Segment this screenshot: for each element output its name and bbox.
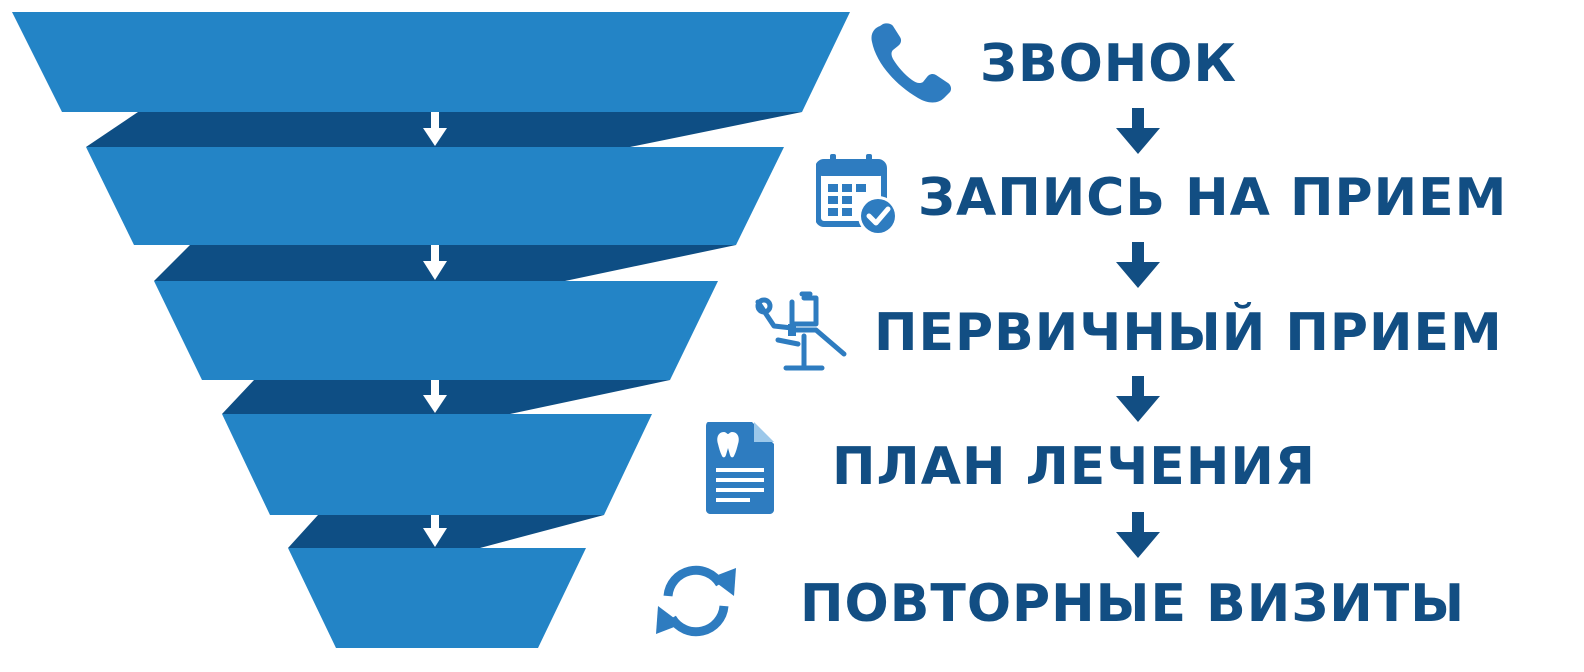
funnel-band-3 [154, 281, 718, 380]
arrow-down-icon [1116, 108, 1160, 154]
funnel-band-2 [86, 147, 784, 245]
tooth-document-icon [706, 422, 774, 514]
refresh-cycle-icon [656, 565, 736, 637]
funnel-band-4 [222, 414, 652, 515]
funnel-arrow-1 [423, 112, 447, 146]
stage-label-appointment: ЗАПИСЬ НА ПРИЕМ [918, 168, 1508, 228]
funnel-band-5 [288, 548, 586, 648]
funnel-diagram [12, 12, 850, 648]
calendar-check-icon [816, 154, 898, 236]
funnel-connector-4 [288, 515, 604, 548]
arrow-down-icon [1116, 242, 1160, 288]
funnel-arrow-3 [423, 380, 447, 413]
dental-chair-icon [755, 291, 847, 371]
funnel-connector-3 [222, 380, 670, 414]
stage-label-repeat-visits: ПОВТОРНЫЕ ВИЗИТЫ [800, 574, 1466, 634]
arrow-down-icon [1116, 376, 1160, 422]
funnel-band-1 [12, 12, 850, 112]
phone-icon [871, 23, 952, 103]
arrow-down-icon [1116, 512, 1160, 558]
funnel-arrow-4 [423, 515, 447, 547]
funnel-arrow-2 [423, 245, 447, 280]
stage-label-treatment-plan: ПЛАН ЛЕЧЕНИЯ [832, 437, 1316, 497]
stage-label-call: ЗВОНОК [980, 34, 1238, 94]
stage-label-first-visit: ПЕРВИЧНЫЙ ПРИЕМ [874, 303, 1503, 363]
